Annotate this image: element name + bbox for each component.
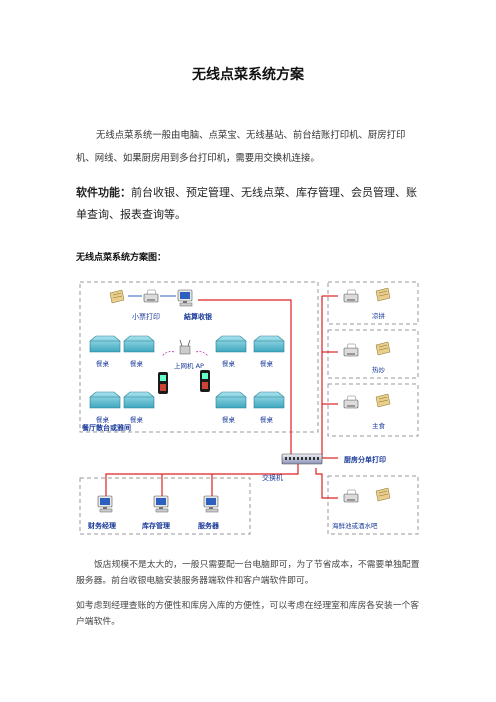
table-label: 餐桌 — [260, 415, 274, 424]
page-title: 无线点菜系统方案 — [192, 67, 304, 83]
label-dining-hall: 餐厅散台或雅间 — [81, 423, 131, 432]
table-icon — [123, 391, 155, 409]
table-label: 餐桌 — [96, 359, 110, 368]
table-label: 餐桌 — [130, 359, 144, 368]
table-icon — [89, 391, 121, 409]
handheld-device-icon — [158, 372, 168, 394]
table-icon — [215, 335, 247, 353]
table-icon — [89, 335, 121, 353]
kitchen-paper-icon — [375, 287, 391, 302]
kitchen-printer-icon — [343, 289, 359, 303]
label-switch: 交换机 — [262, 473, 283, 482]
table-icon — [215, 391, 247, 409]
table-icon — [123, 335, 155, 353]
intro-paragraph: 无线点菜系统一般由电脑、点菜宝、无线基站、前台结账打印机、厨房打印机、网线、如果… — [76, 130, 406, 164]
kitchen-paper-icon — [375, 393, 391, 408]
table-icon — [253, 335, 285, 353]
kitchen-box-bar — [327, 475, 419, 535]
label-kitchen-bar: 海鲜池或酒水吧 — [332, 521, 378, 530]
kitchen-printer-icon — [343, 489, 359, 503]
table-label: 餐桌 — [260, 359, 274, 368]
network-switch-icon — [281, 453, 323, 465]
kitchen-printer-icon — [343, 343, 359, 357]
label-finance: 财务经理 — [87, 521, 116, 530]
label-inventory: 库存管理 — [142, 521, 170, 530]
kitchen-paper-icon — [375, 341, 391, 356]
kitchen-box-hot — [327, 329, 419, 379]
label-kitchen-cold: 凉拼 — [372, 311, 386, 320]
features-paragraph: 软件功能：前台收银、预定管理、无线点菜、库存管理、会员管理、账单查询、报表查询等… — [76, 182, 426, 226]
office-area-box — [79, 477, 251, 535]
label-kitchen-staple: 主食 — [372, 421, 386, 430]
table-label: 餐桌 — [222, 359, 236, 368]
features-label: 软件功能： — [76, 186, 131, 199]
label-server: 服务器 — [198, 521, 220, 530]
table-label: 餐桌 — [130, 415, 144, 424]
kitchen-box-staple — [327, 383, 419, 437]
table-label: 餐桌 — [222, 415, 236, 424]
system-diagram: 小票打印 結算收银 餐桌 餐桌 餐桌 餐桌 餐桌 餐桌 餐桌 餐桌 上网机 AP… — [79, 281, 419, 535]
features-text: 前台收银、预定管理、无线点菜、库存管理、会员管理、账单查询、报表查询等。 — [76, 186, 417, 221]
access-point-icon — [161, 339, 209, 357]
finance-pc-icon — [97, 495, 113, 513]
label-kitchen-hot: 热炒 — [372, 365, 386, 374]
receipt-printer-icon — [143, 289, 159, 303]
server-icon — [203, 495, 219, 513]
inventory-pc-icon — [153, 495, 169, 513]
label-kitchen-print: 厨房分单打印 — [344, 455, 386, 464]
diagram-heading: 无线点菜系统方案图： — [76, 253, 167, 263]
kitchen-paper-icon — [375, 487, 391, 502]
kitchen-box-cold — [327, 281, 419, 325]
table-label: 餐桌 — [96, 415, 110, 424]
label-small-printer: 小票打印 — [132, 312, 160, 321]
handheld-device-icon — [200, 370, 210, 392]
receipt-paper-icon — [109, 289, 125, 304]
label-front-desk: 結算收银 — [184, 312, 213, 321]
dining-area-box — [79, 281, 319, 433]
front-desk-pc-icon — [177, 289, 193, 307]
kitchen-printer-icon — [343, 395, 359, 409]
small-store-paragraph: 饭店规模不是太大的，一般只需要配一台电脑即可，为了节省成本，不需要单独配置服务器… — [76, 560, 420, 586]
label-ap: 上网机 AP — [174, 361, 204, 370]
manager-paragraph: 如考虑到经理查账的方便性和库房入库的方便性，可以考虑在经理室和库房各安装一个客户… — [76, 601, 420, 627]
table-icon — [253, 391, 285, 409]
